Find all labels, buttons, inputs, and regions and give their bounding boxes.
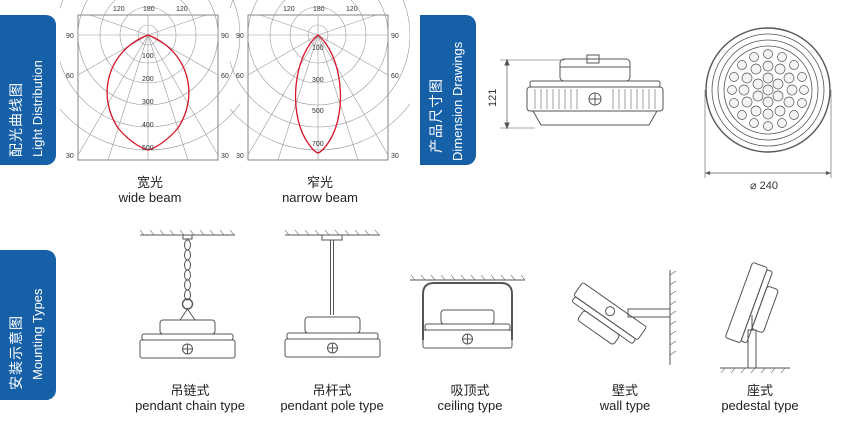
wide-left-60: 60 [66,73,74,80]
ceiling-en: ceiling type [437,398,503,413]
dimension-drawings-cn: 产品尺寸图 [428,78,444,153]
pendant-pole-en: pendant pole type [280,398,384,413]
light-distribution-cn: 配光曲线图 [8,82,24,157]
narrow-beam-curve [294,34,342,154]
wide-left-90: 90 [66,33,74,40]
led-array [727,49,809,131]
narrow-ring-700: 700 [312,141,324,148]
wide-ring-500: 500 [142,145,154,152]
pedestal-caption: 座式 pedestal type [705,383,815,413]
ceiling-caption: 吸顶式 ceiling type [410,383,530,413]
pendant-pole-cn: 吊杆式 [312,383,352,398]
wide-ring-300: 300 [142,99,154,106]
narrow-left-90: 90 [236,33,244,40]
narrow-right-60: 60 [391,73,399,80]
mounting-types-en: Mounting Types [30,288,45,380]
wide-left-30: 30 [66,153,74,160]
narrow-left-30: 30 [236,153,244,160]
height-dimension: 121 [487,89,499,107]
mount-pendant-pole [284,229,381,358]
narrow-beam-en: narrow beam [282,190,358,205]
mounting-types-tab: 安装示意图 Mounting Types [0,250,56,400]
mount-pedestal [720,262,790,374]
polar-chart-narrow: 120 180 120 90 60 30 90 60 30 100 300 50… [230,0,410,161]
dimension-drawings-en: Dimension Drawings [450,41,465,161]
side-view-drawing: 121 [487,54,664,130]
wide-ring-200: 200 [142,76,154,83]
pendant-chain-caption: 吊链式 pendant chain type [120,383,260,413]
wide-beam-caption: 宽光 wide beam [100,175,200,205]
wall-caption: 壁式 wall type [570,383,680,413]
pendant-chain-cn: 吊链式 [170,383,210,398]
wide-beam-cn: 宽光 [136,175,163,190]
bottom-view-drawing: ⌀ 240 [704,27,832,192]
wide-right-90: 90 [221,33,229,40]
mount-pendant-chain [139,229,236,359]
mount-ceiling [410,274,526,349]
narrow-top-mid: 180 [313,6,325,13]
narrow-top-right: 120 [346,6,358,13]
narrow-beam-caption: 窄光 narrow beam [260,175,380,205]
narrow-ring-500: 500 [312,108,324,115]
wall-en: wall type [599,398,651,413]
wide-right-60: 60 [221,73,229,80]
wide-top-right: 120 [176,6,188,13]
narrow-right-90: 90 [391,33,399,40]
diameter-dimension: ⌀ 240 [750,180,778,192]
narrow-ring-300: 300 [312,77,324,84]
wide-top-mid: 180 [143,6,155,13]
narrow-right-30: 30 [391,153,399,160]
narrow-beam-cn: 窄光 [306,175,333,190]
wide-top-left: 120 [113,6,125,13]
mounting-types-cn: 安装示意图 [8,315,24,390]
wide-beam-curve [106,34,190,151]
wide-beam-en: wide beam [118,190,182,205]
wide-right-30: 30 [221,153,229,160]
pendant-pole-caption: 吊杆式 pendant pole type [262,383,402,413]
pendant-chain-en: pendant chain type [135,398,245,413]
wide-ring-400: 400 [142,122,154,129]
dimension-drawings-tab: 产品尺寸图 Dimension Drawings [420,15,476,165]
polar-chart-wide: 120 180 120 90 60 30 90 60 30 100 200 30… [60,0,240,161]
wall-cn: 壁式 [611,383,638,398]
mount-wall [572,270,677,365]
wide-ring-100: 100 [142,53,154,60]
light-distribution-en: Light Distribution [30,60,45,157]
narrow-top-left: 120 [283,6,295,13]
ceiling-cn: 吸顶式 [450,383,490,398]
pedestal-en: pedestal type [721,398,799,413]
narrow-ring-100: 100 [312,45,324,52]
light-distribution-tab: 配光曲线图 Light Distribution [0,15,56,165]
pedestal-cn: 座式 [746,383,773,398]
narrow-left-60: 60 [236,73,244,80]
